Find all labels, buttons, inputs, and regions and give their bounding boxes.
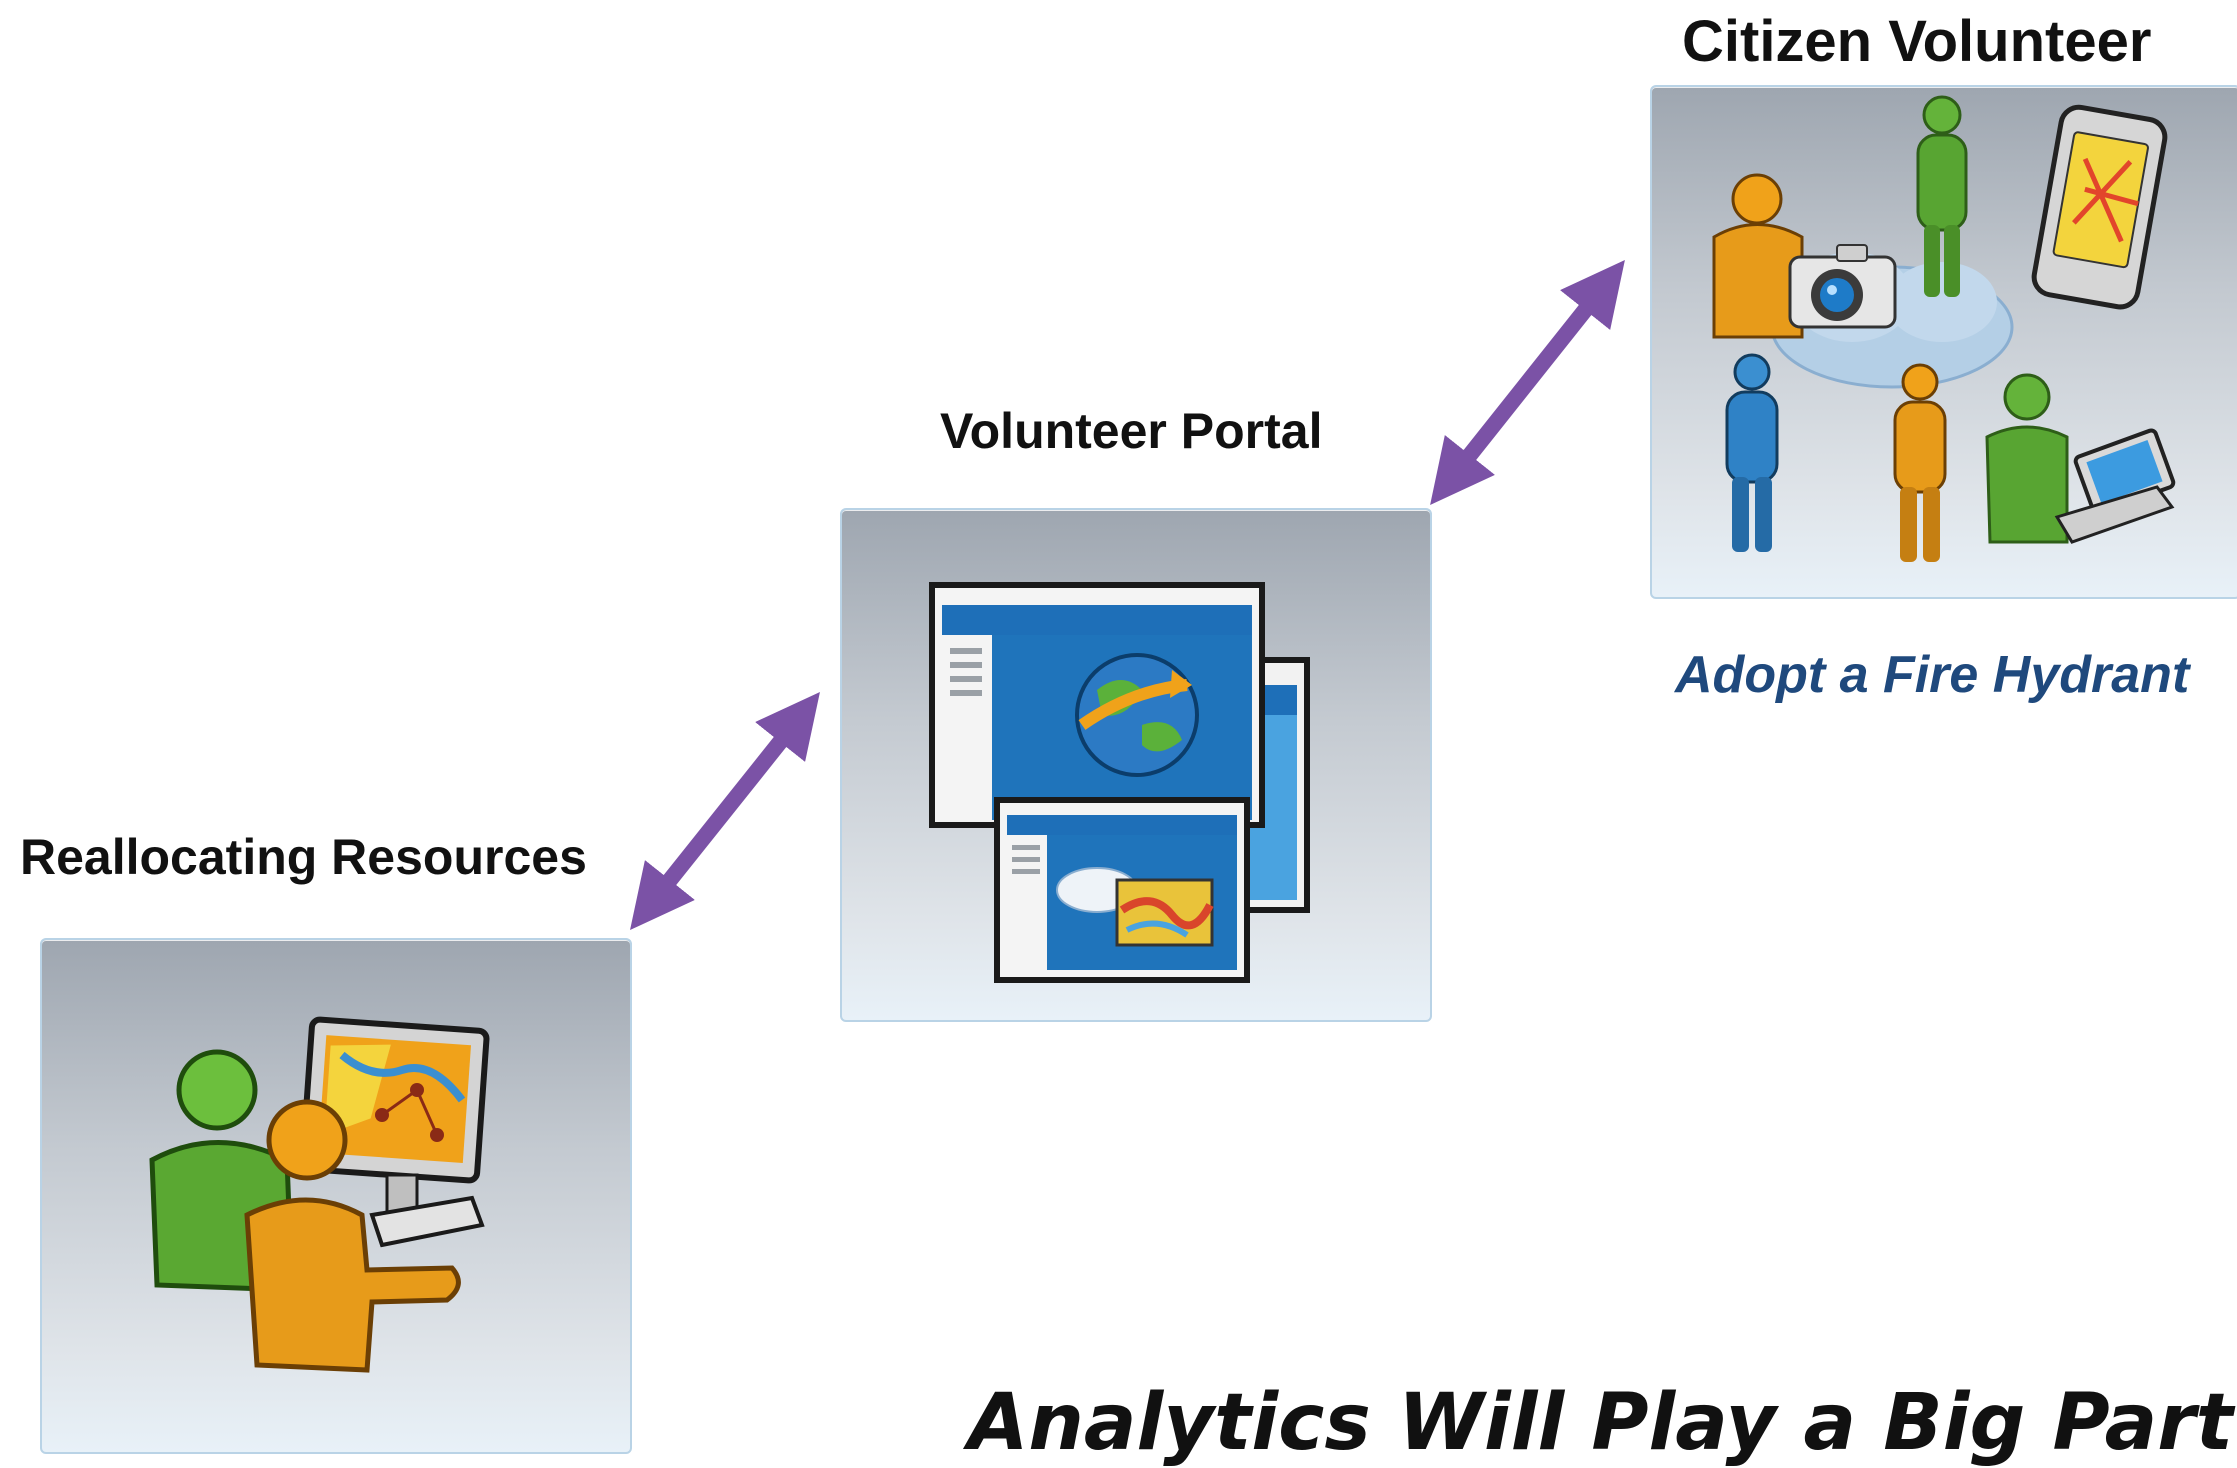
person-icon	[244, 1099, 461, 1373]
caption-adopt-hydrant: Adopt a Fire Hydrant	[1675, 646, 2190, 704]
person-icon	[1725, 353, 1779, 552]
arrow-reallocating-portal	[630, 691, 820, 931]
monitor-icon	[299, 1016, 490, 1248]
browser-window-icon	[994, 797, 1250, 983]
label-citizen-volunteer: Citizen Volunteer	[1682, 9, 2152, 74]
web-portal-windows-icon	[929, 582, 1310, 983]
analyst-workstation-icon	[149, 1016, 490, 1373]
person-icon	[1916, 95, 1968, 297]
laptop-icon	[2054, 428, 2176, 544]
smartphone-icon	[2031, 104, 2168, 310]
crowd-devices-icon	[1712, 95, 2176, 562]
camera-icon	[1788, 244, 1897, 329]
label-reallocating-resources: Reallocating Resources	[20, 829, 587, 885]
footer-title: Analytics Will Play a Big Part	[968, 1378, 2234, 1468]
person-icon	[1985, 373, 2069, 544]
browser-window-icon	[929, 582, 1265, 828]
person-icon	[1893, 363, 1947, 562]
panel-citizen-volunteer	[1650, 85, 2237, 599]
label-volunteer-portal: Volunteer Portal	[940, 403, 1323, 459]
panel-reallocating-resources	[40, 938, 632, 1454]
panel-volunteer-portal	[840, 508, 1432, 1022]
arrow-portal-citizen	[1430, 259, 1625, 506]
